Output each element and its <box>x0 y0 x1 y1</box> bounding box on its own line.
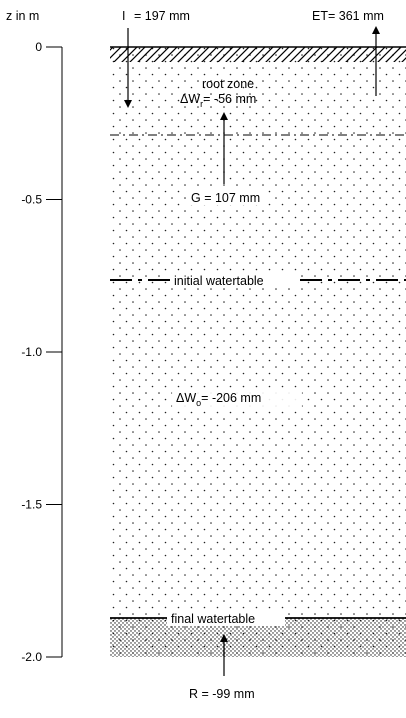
axis-tick-label: -1.0 <box>21 345 42 359</box>
axis-ticks: 0 -0.5 -1.0 -1.5 -2.0 <box>21 40 62 664</box>
root-storage-label: ΔWr= -56 mm <box>180 92 256 109</box>
storage-change-label-bg <box>172 388 302 407</box>
axis-tick-label: -0.5 <box>21 193 42 207</box>
capillary-rise-label: G = 107 mm <box>191 191 260 205</box>
final-watertable-label: final watertable <box>171 612 255 626</box>
storage-change-label: ΔWo= -206 mm <box>176 391 261 408</box>
irrigation-label: = 197 mm <box>134 9 190 23</box>
axis-tick-label: 0 <box>35 40 42 54</box>
final-watertable-label-bg <box>167 611 285 626</box>
axis-tick-label: -2.0 <box>21 650 42 664</box>
axis-label: z in m <box>6 9 39 23</box>
recharge-label: R = -99 mm <box>189 687 255 701</box>
initial-watertable-label-bg <box>170 273 298 288</box>
capillary-rise-label-bg <box>186 190 266 205</box>
axis-tick-label: -1.5 <box>21 498 42 512</box>
et-label: ET= 361 mm <box>312 9 384 23</box>
surface-hatch <box>110 47 406 62</box>
root-zone-label: root zone <box>202 77 254 91</box>
initial-watertable-label: initial watertable <box>174 274 264 288</box>
irrigation-symbol: I <box>122 9 125 23</box>
soil-column-sand <box>110 47 406 657</box>
